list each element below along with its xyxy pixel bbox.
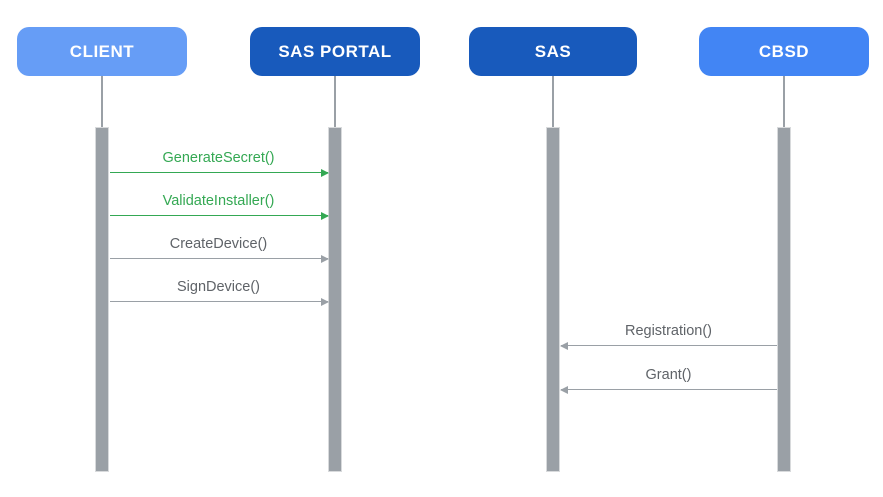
message: CreateDevice() [109,233,329,263]
message: Registration() [559,320,777,350]
message-line [109,257,328,259]
message-label: ValidateInstaller() [162,193,275,209]
message: GenerateSecret() [109,147,329,177]
arrowhead-icon [320,211,329,220]
actor-label: CBSD [758,41,810,61]
actor-box: CLIENT [17,27,187,76]
actor-box: SAS [469,27,637,76]
activation-bar [327,127,342,472]
message: SignDevice() [109,276,329,306]
message-line [109,214,328,216]
message-line [109,171,328,173]
lifeline-stem [334,76,336,127]
activation-bar [545,127,560,472]
message-label: SignDevice() [177,279,260,295]
activation-bar [776,127,791,472]
message: ValidateInstaller() [109,190,329,220]
actor-box: CBSD [699,27,869,76]
arrowhead-icon [320,254,329,263]
message: Grant() [559,364,777,394]
message-label: CreateDevice() [169,236,268,252]
arrowhead-icon [320,168,329,177]
message-label: Grant() [645,367,692,383]
actor-label: SAS [534,41,572,61]
actor-label: SAS PORTAL [278,41,392,61]
message-label: Registration() [624,323,713,339]
actor-label: CLIENT [69,41,135,61]
activation-bar [94,127,109,472]
lifeline-stem [552,76,554,127]
message-line [560,388,777,390]
actor-box: SAS PORTAL [250,27,420,76]
arrowhead-icon [559,341,568,350]
arrowhead-icon [559,385,568,394]
message-label: GenerateSecret() [162,150,275,166]
message-line [560,344,777,346]
message-line [109,300,328,302]
arrowhead-icon [320,297,329,306]
lifeline-stem [783,76,785,127]
lifeline-stem [101,76,103,127]
